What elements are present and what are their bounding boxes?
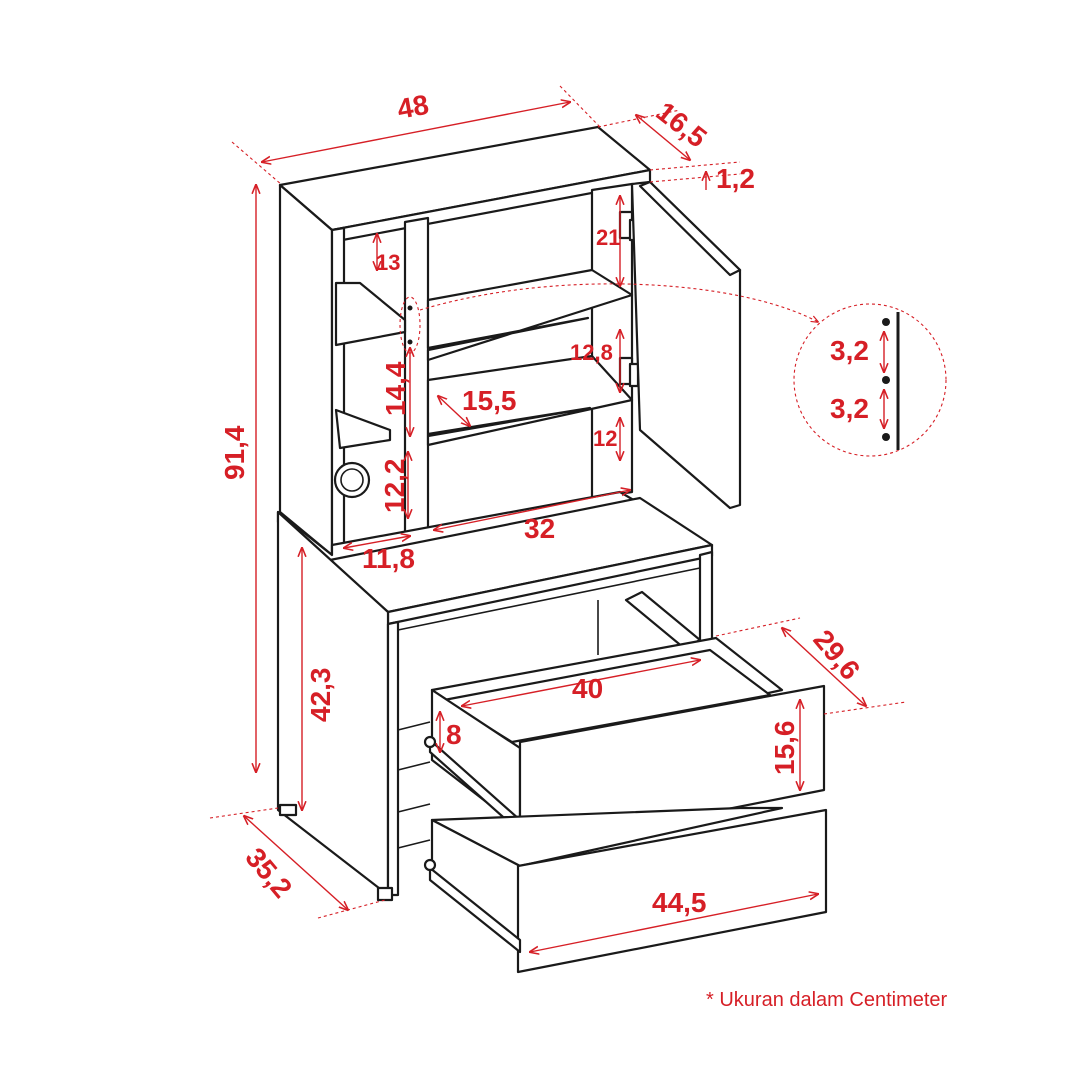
label-drawer-front-width: 44,5 (652, 887, 707, 918)
label-hole-spacing-top: 3,2 (830, 335, 869, 366)
detail-circle (793, 303, 947, 457)
label-total-height: 91,4 (219, 425, 250, 480)
lower-drawer (423, 806, 828, 974)
small-shelf-1 (334, 281, 407, 347)
label-door-upper: 21 (596, 225, 620, 250)
label-top-thickness: 1,2 (716, 163, 755, 194)
label-compartment-height: 13 (376, 250, 400, 275)
upper-drawer-front (518, 684, 826, 852)
label-inner-width: 32 (524, 513, 555, 544)
label-door-lower: 12 (593, 426, 617, 451)
drawer-rail-top (624, 590, 702, 650)
small-shelf-2 (334, 408, 392, 450)
left-side-panel (278, 183, 334, 557)
hole-2 (882, 376, 890, 384)
hole-spacing-detail: 3,2 3,2 (399, 283, 947, 457)
label-door-middle: 12,8 (570, 340, 613, 365)
footnote: * Ukuran dalam Centimeter (706, 989, 948, 1011)
label-drawer-front-height: 15,6 (769, 721, 800, 776)
label-drawer-inner-width: 40 (572, 673, 603, 704)
hole-1 (882, 318, 890, 326)
label-base-depth: 35,2 (239, 842, 298, 904)
hole-3 (882, 433, 890, 441)
dimension-labels: 48 16,5 1,2 91,4 13 21 12,8 12 14,4 15,5… (219, 89, 866, 918)
label-shelf-depth: 15,5 (462, 385, 517, 416)
label-shelf-height: 14,4 (380, 361, 411, 416)
cable-hole (333, 461, 371, 499)
upper-hutch (278, 125, 742, 557)
label-hole-spacing-bottom: 3,2 (830, 393, 869, 424)
label-drawer-inner-height: 8 (446, 719, 462, 750)
main-shelf-1 (426, 268, 634, 362)
label-compartment-width: 11,8 (362, 543, 415, 574)
label-lower-compartment: 12,2 (379, 459, 410, 514)
dimension-lines (209, 85, 907, 952)
label-top-width: 48 (395, 89, 431, 125)
label-top-depth: 16,5 (650, 96, 712, 154)
label-drawer-depth: 29,6 (807, 624, 866, 686)
label-base-height: 42,3 (305, 668, 336, 723)
